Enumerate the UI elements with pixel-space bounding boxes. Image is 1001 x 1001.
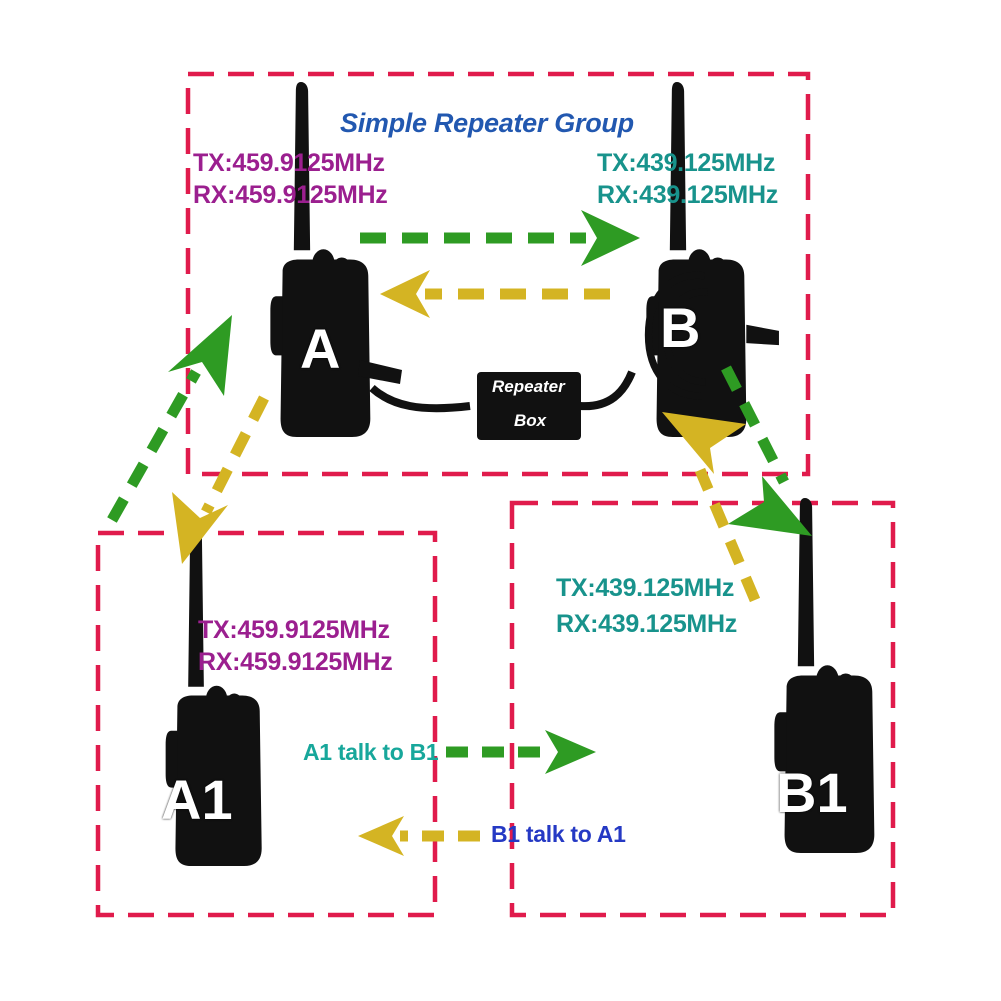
arrow-a1-up-to-a xyxy=(107,315,232,523)
freq-a-tx: TX:459.9125MHz xyxy=(193,149,385,177)
radio-b1-badge: B1 xyxy=(776,761,848,824)
freq-b1-rx: RX:439.125MHz xyxy=(556,610,737,638)
arrow-a-to-b xyxy=(360,210,640,266)
page-title: Simple Repeater Group xyxy=(340,108,634,138)
arrow-a-down-to-a1 xyxy=(172,395,269,564)
freq-b-rx: RX:439.125MHz xyxy=(597,181,778,209)
repeater-box xyxy=(477,372,581,440)
freq-a-rx: RX:459.9125MHz xyxy=(193,181,388,209)
arrow-b1-up-to-b xyxy=(662,412,761,603)
group-box-repeater xyxy=(185,71,811,477)
group-box-b1 xyxy=(509,500,896,918)
group-box-a1 xyxy=(95,530,438,918)
repeater-box-label-line2: Box xyxy=(514,411,547,430)
radio-a1-badge: A1 xyxy=(161,768,233,831)
freq-a1-tx: TX:459.9125MHz xyxy=(198,616,390,644)
arrow-bottom-a1-to-b1 xyxy=(446,730,596,774)
radio-b-badge: B xyxy=(660,296,701,359)
radio-a-badge: A xyxy=(300,317,341,380)
arrow-b-to-a xyxy=(380,270,610,318)
radio-b xyxy=(644,82,779,437)
freq-a1-rx: RX:459.9125MHz xyxy=(198,648,393,676)
label-a1-talk-to-b1: A1 talk to B1 xyxy=(303,739,439,765)
repeater-box-label-line1: Repeater xyxy=(492,377,565,396)
arrow-bottom-b1-to-a1 xyxy=(358,816,480,856)
freq-b-tx: TX:439.125MHz xyxy=(597,149,776,177)
repeater-cables xyxy=(358,360,636,413)
arrow-b-down-to-b1 xyxy=(721,365,812,536)
freq-b1-tx: TX:439.125MHz xyxy=(556,574,735,602)
label-b1-talk-to-a1: B1 talk to A1 xyxy=(491,821,626,847)
